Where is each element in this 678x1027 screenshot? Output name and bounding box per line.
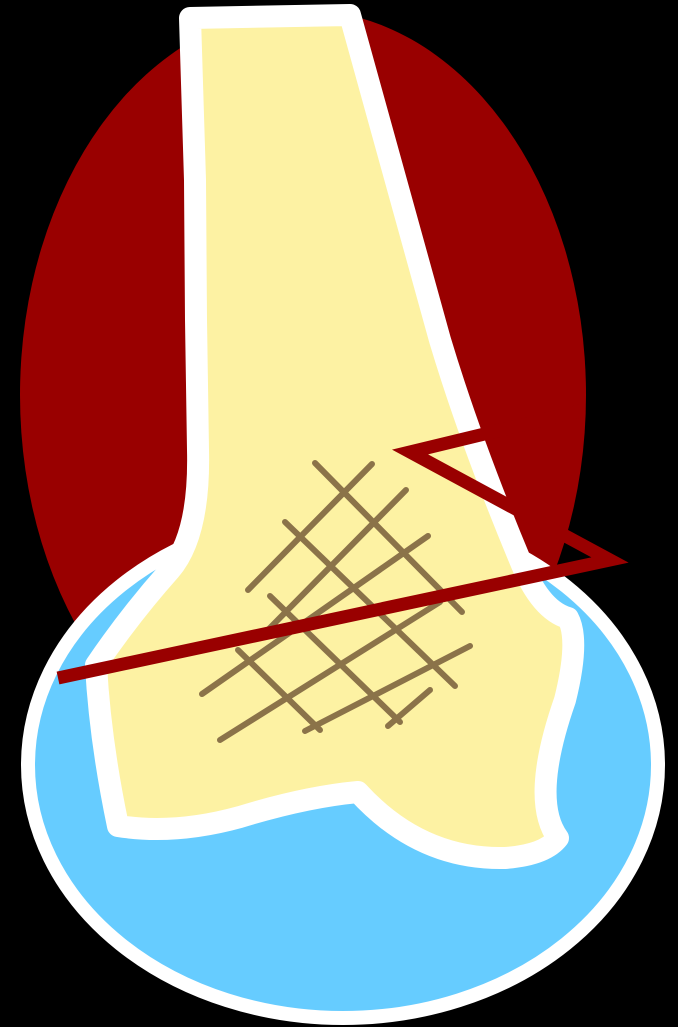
- knee-femur-illustration: [0, 0, 678, 1027]
- diagram-canvas: [0, 0, 678, 1027]
